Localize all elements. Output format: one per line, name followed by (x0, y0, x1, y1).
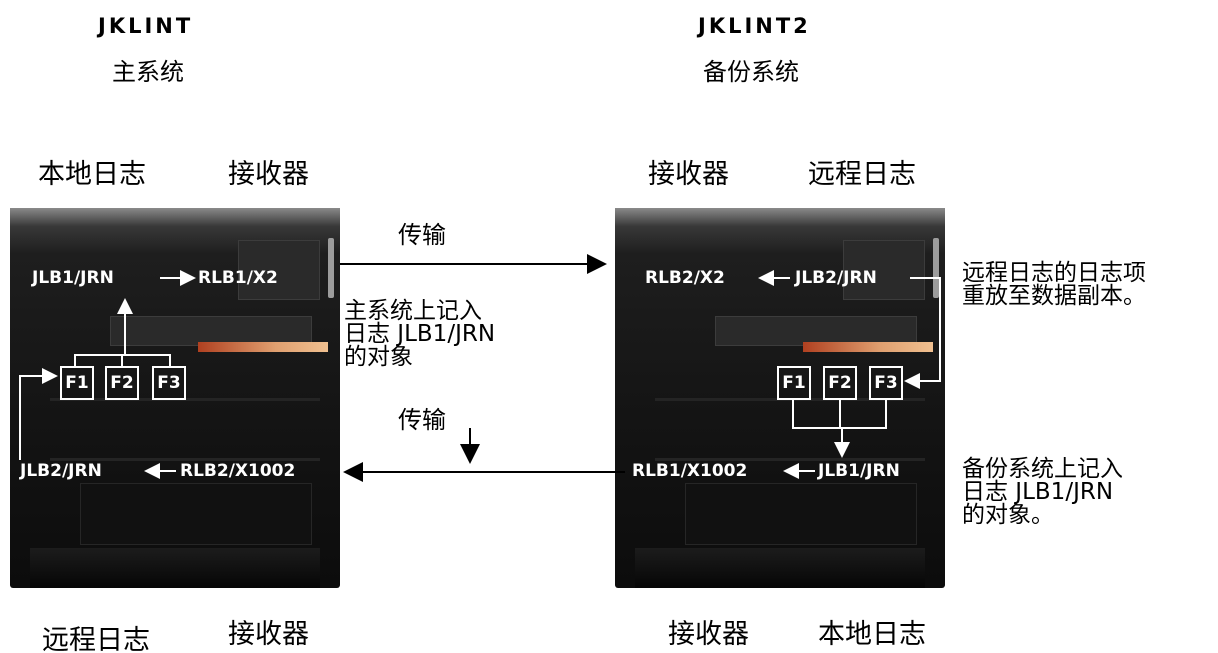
backup-journal-bottom: JLB1/JRN (818, 461, 900, 481)
primary-file-f2: F2 (105, 366, 139, 400)
backup-system-name: JKLINT2 (698, 14, 811, 38)
backup-objects-note: 备份系统上记入 日志 JLB1/JRN 的对象。 (962, 456, 1123, 528)
backup-right-loop-arrow (904, 277, 941, 389)
transfer-label-top: 传输 (398, 221, 446, 249)
primary-journal-top: JLB1/JRN (32, 268, 114, 288)
primary-journal-bottom: JLB2/JRN (20, 461, 102, 481)
backup-receiver-label-bottom: 接收器 (668, 619, 749, 650)
primary-local-journal-label: 本地日志 (38, 159, 146, 190)
primary-left-loop-arrow (19, 368, 58, 460)
backup-receiver-label-top: 接收器 (648, 159, 729, 190)
primary-remote-journal-label: 远程日志 (42, 625, 150, 653)
backup-local-journal-label: 本地日志 (818, 619, 926, 650)
primary-receiver-bottom: RLB2/X1002 (180, 461, 296, 481)
primary-file-f3: F3 (152, 366, 186, 400)
backup-remote-journal-label: 远程日志 (808, 159, 916, 190)
primary-system-name: JKLINT (98, 14, 194, 38)
transfer-label-bottom: 传输 (398, 406, 446, 434)
primary-receiver-top: RLB1/X2 (198, 268, 278, 288)
backup-file-f3: F3 (869, 366, 903, 400)
remote-replay-note: 远程日志的日志项 重放至数据副本。 (962, 260, 1146, 309)
primary-system-role: 主系统 (112, 58, 184, 86)
backup-journal-top: JLB2/JRN (795, 268, 877, 288)
backup-receiver-top: RLB2/X2 (645, 268, 725, 288)
primary-receiver-label-top: 接收器 (228, 159, 309, 190)
backup-receiver-bottom: RLB1/X1002 (632, 461, 748, 481)
primary-objects-note: 主系统上记入 日志 JLB1/JRN 的对象 (344, 298, 496, 370)
primary-file-f1: F1 (60, 366, 94, 400)
primary-receiver-label-bottom: 接收器 (228, 619, 309, 650)
backup-system-role: 备份系统 (703, 58, 799, 86)
backup-file-f1: F1 (777, 366, 811, 400)
backup-file-f2: F2 (823, 366, 857, 400)
